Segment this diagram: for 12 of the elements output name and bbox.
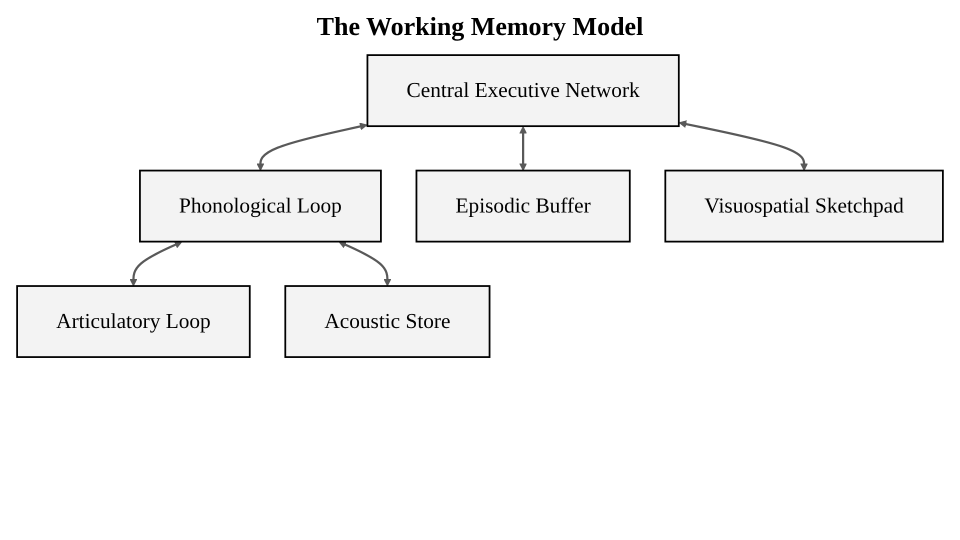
arrow (519, 126, 528, 171)
arrow (256, 122, 368, 171)
node-box: Acoustic Store (284, 285, 490, 358)
node-box: Episodic Buffer (416, 170, 631, 242)
arrow (130, 241, 182, 286)
arrow (678, 120, 808, 171)
node-box: Visuospatial Sketchpad (664, 170, 944, 242)
diagram-title: The Working Memory Model (316, 12, 644, 42)
arrow (338, 241, 392, 286)
node-box: Articulatory Loop (16, 285, 251, 358)
node-box: Phonological Loop (139, 170, 382, 242)
node-box: Central Executive Network (366, 54, 680, 128)
